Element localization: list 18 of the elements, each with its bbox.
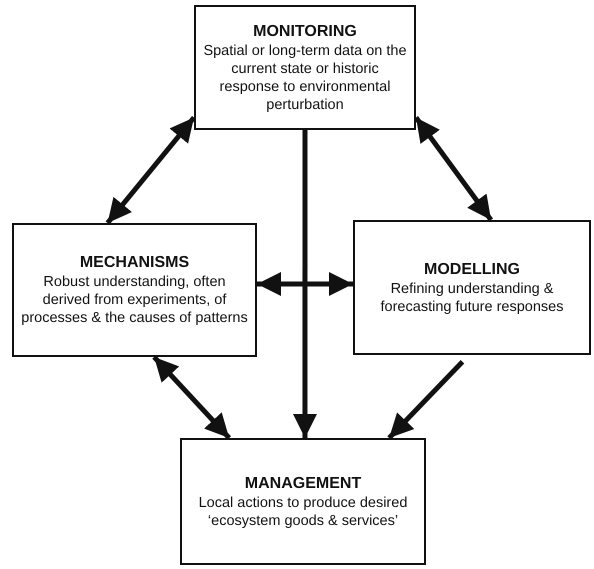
box-heading: MECHANISMS — [80, 253, 190, 273]
process-box — [180, 438, 426, 565]
arrow — [414, 116, 494, 222]
box-heading: MODELLING — [424, 260, 520, 280]
process-box — [12, 223, 257, 357]
arrow — [152, 355, 232, 440]
box-description: Local actions to produce desired ‘ecosystem goods & services’ — [198, 494, 408, 530]
box-heading: MANAGEMENT — [244, 474, 362, 494]
box-description: Robust understanding, often derived from experiments, of processes & the causes of patterns — [20, 273, 249, 327]
box-heading: MONITORING — [253, 22, 357, 42]
arrow — [292, 130, 317, 438]
arrow — [387, 360, 464, 440]
arrow — [106, 116, 196, 225]
arrow — [257, 272, 353, 296]
box-description: Spatial or long-term data on the current state or historic response to environmental perturbation — [202, 42, 408, 114]
process-box — [194, 5, 416, 130]
process-box — [353, 220, 591, 355]
box-description: Refining understanding & forecasting future responses — [380, 280, 564, 316]
